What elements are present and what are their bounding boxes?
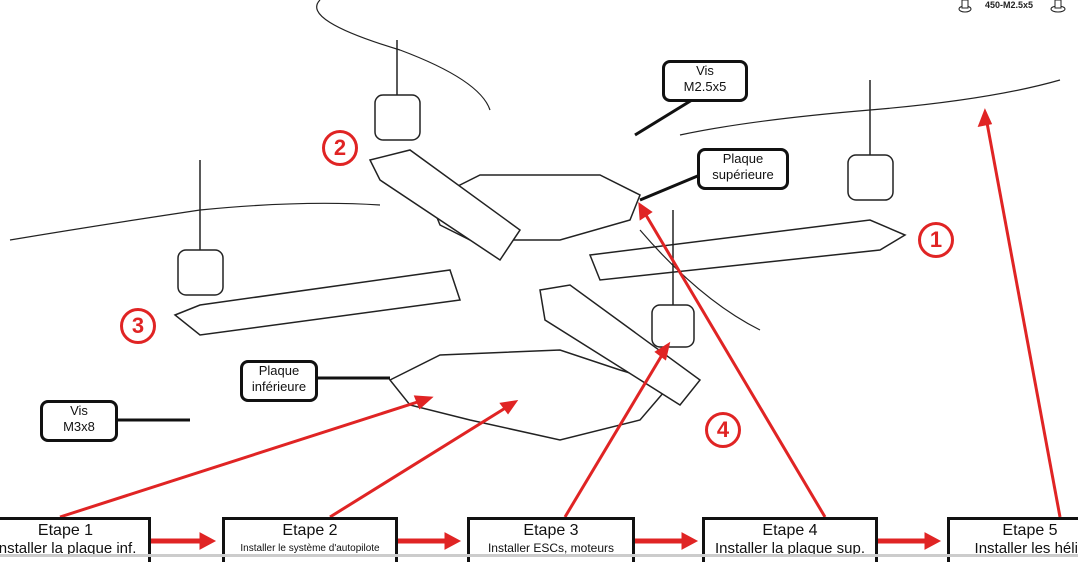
lower-plate-shape	[388, 349, 672, 441]
arm-1	[588, 219, 907, 281]
callout-leaders	[115, 98, 701, 422]
arm-2	[368, 149, 522, 262]
arm-3	[173, 269, 461, 336]
motor-3	[177, 160, 224, 296]
motor-2	[374, 40, 421, 141]
step-pointer-lines	[59, 108, 1062, 519]
callout-screw-m3: Vis M3x8	[40, 400, 118, 442]
callout-lower-plate: Plaque inférieure	[240, 360, 318, 402]
arm-number-3: 3	[120, 308, 156, 344]
arm-number-1: 1	[918, 222, 954, 258]
bottom-divider	[0, 554, 1078, 557]
callout-upper-plate: Plaque supérieure	[697, 148, 789, 190]
arm-4	[539, 284, 702, 406]
screw-icon	[958, 0, 1066, 13]
arm-number-2: 2	[322, 130, 358, 166]
screw-reference-label: 450-M2.5x5	[985, 0, 1034, 10]
motor-1	[847, 80, 894, 201]
step-connector-arrows	[150, 532, 942, 550]
propellers	[9, 0, 1061, 331]
callout-screw-m25: Vis M2.5x5	[662, 60, 748, 102]
motor-4	[651, 210, 695, 348]
arm-number-4: 4	[705, 412, 741, 448]
